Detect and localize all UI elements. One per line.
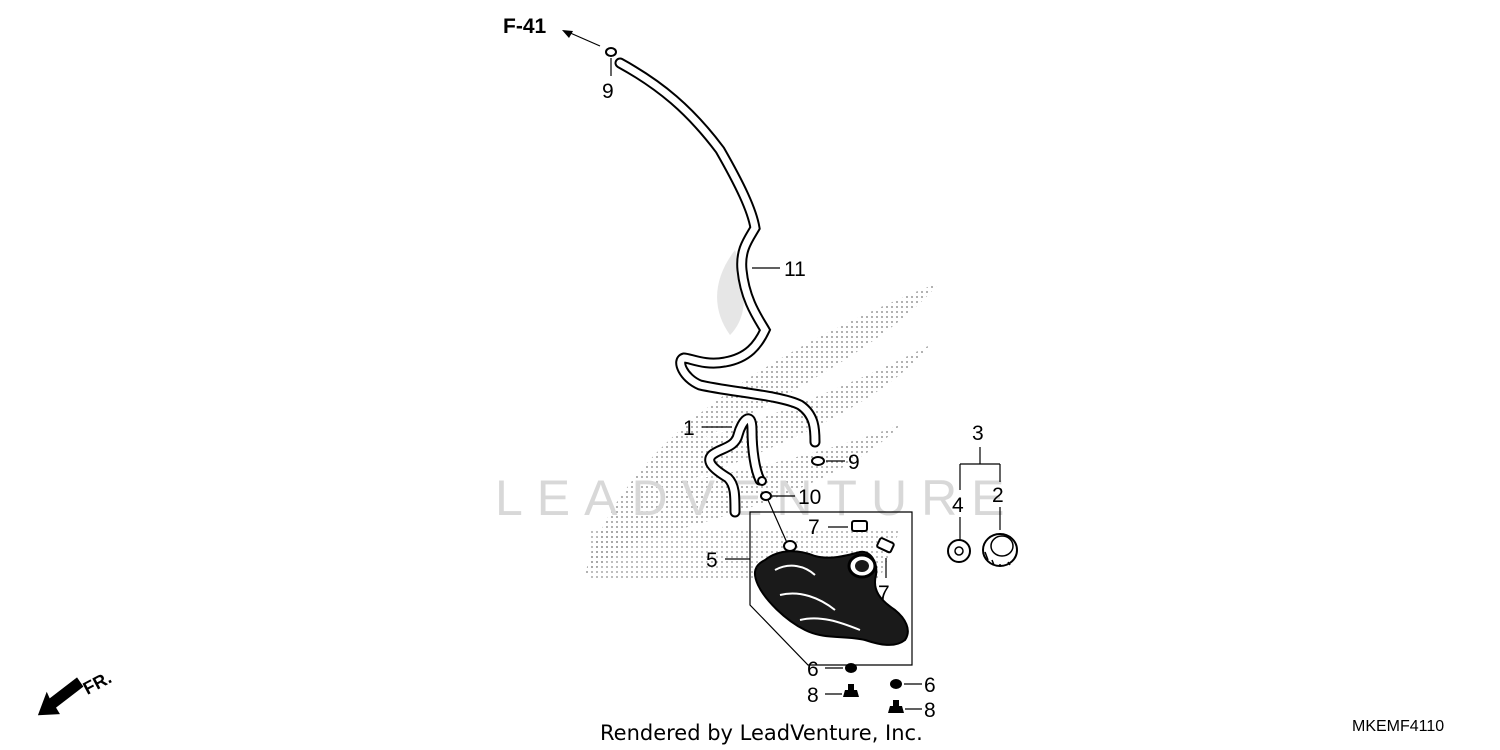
rubber-cushion-a bbox=[851, 520, 868, 532]
rubber-cushion-b bbox=[876, 537, 895, 554]
collar-b bbox=[890, 679, 902, 689]
callout-4: 4 bbox=[952, 494, 964, 517]
callout-2: 2 bbox=[992, 484, 1004, 507]
callout-8-left: 8 bbox=[807, 684, 819, 707]
bolt-a bbox=[843, 684, 859, 697]
clip-clamp-small-a bbox=[757, 476, 767, 486]
credit-text: Rendered by LeadVenture, Inc. bbox=[600, 721, 923, 745]
front-direction-arrow bbox=[37, 677, 84, 716]
callout-9-mid: 9 bbox=[848, 451, 860, 474]
reference-label-f41: F-41 bbox=[503, 15, 547, 38]
callout-9-top: 9 bbox=[602, 80, 614, 103]
callout-6-left: 6 bbox=[807, 658, 819, 681]
front-label: FR. bbox=[80, 667, 115, 698]
callout-8-right: 8 bbox=[924, 699, 936, 722]
callout-10: 10 bbox=[798, 486, 821, 509]
clip-clamp-mid bbox=[811, 456, 825, 466]
wing-logo-watermark bbox=[585, 250, 940, 578]
callout-6-right: 6 bbox=[924, 674, 936, 697]
washer bbox=[947, 539, 971, 563]
callout-3: 3 bbox=[972, 422, 984, 445]
callout-5: 5 bbox=[706, 549, 718, 572]
clip-clamp-small-b bbox=[760, 491, 772, 501]
coolant-reservoir-tank bbox=[753, 540, 909, 646]
drawing-code: MKEMF4110 bbox=[1352, 718, 1444, 735]
callout-7-bottom: 7 bbox=[878, 582, 890, 605]
callout-1: 1 bbox=[683, 417, 695, 440]
reservoir-cap bbox=[982, 533, 1018, 567]
breather-hose bbox=[614, 57, 821, 448]
callout-11: 11 bbox=[784, 258, 806, 281]
clip-clamp-top bbox=[605, 47, 617, 57]
overflow-hose bbox=[704, 413, 766, 518]
bolt-b bbox=[888, 700, 904, 713]
collar-a bbox=[845, 663, 857, 673]
reference-arrow bbox=[562, 30, 601, 47]
callout-7-top: 7 bbox=[808, 516, 820, 539]
tank-assembly-bracket bbox=[749, 511, 913, 666]
